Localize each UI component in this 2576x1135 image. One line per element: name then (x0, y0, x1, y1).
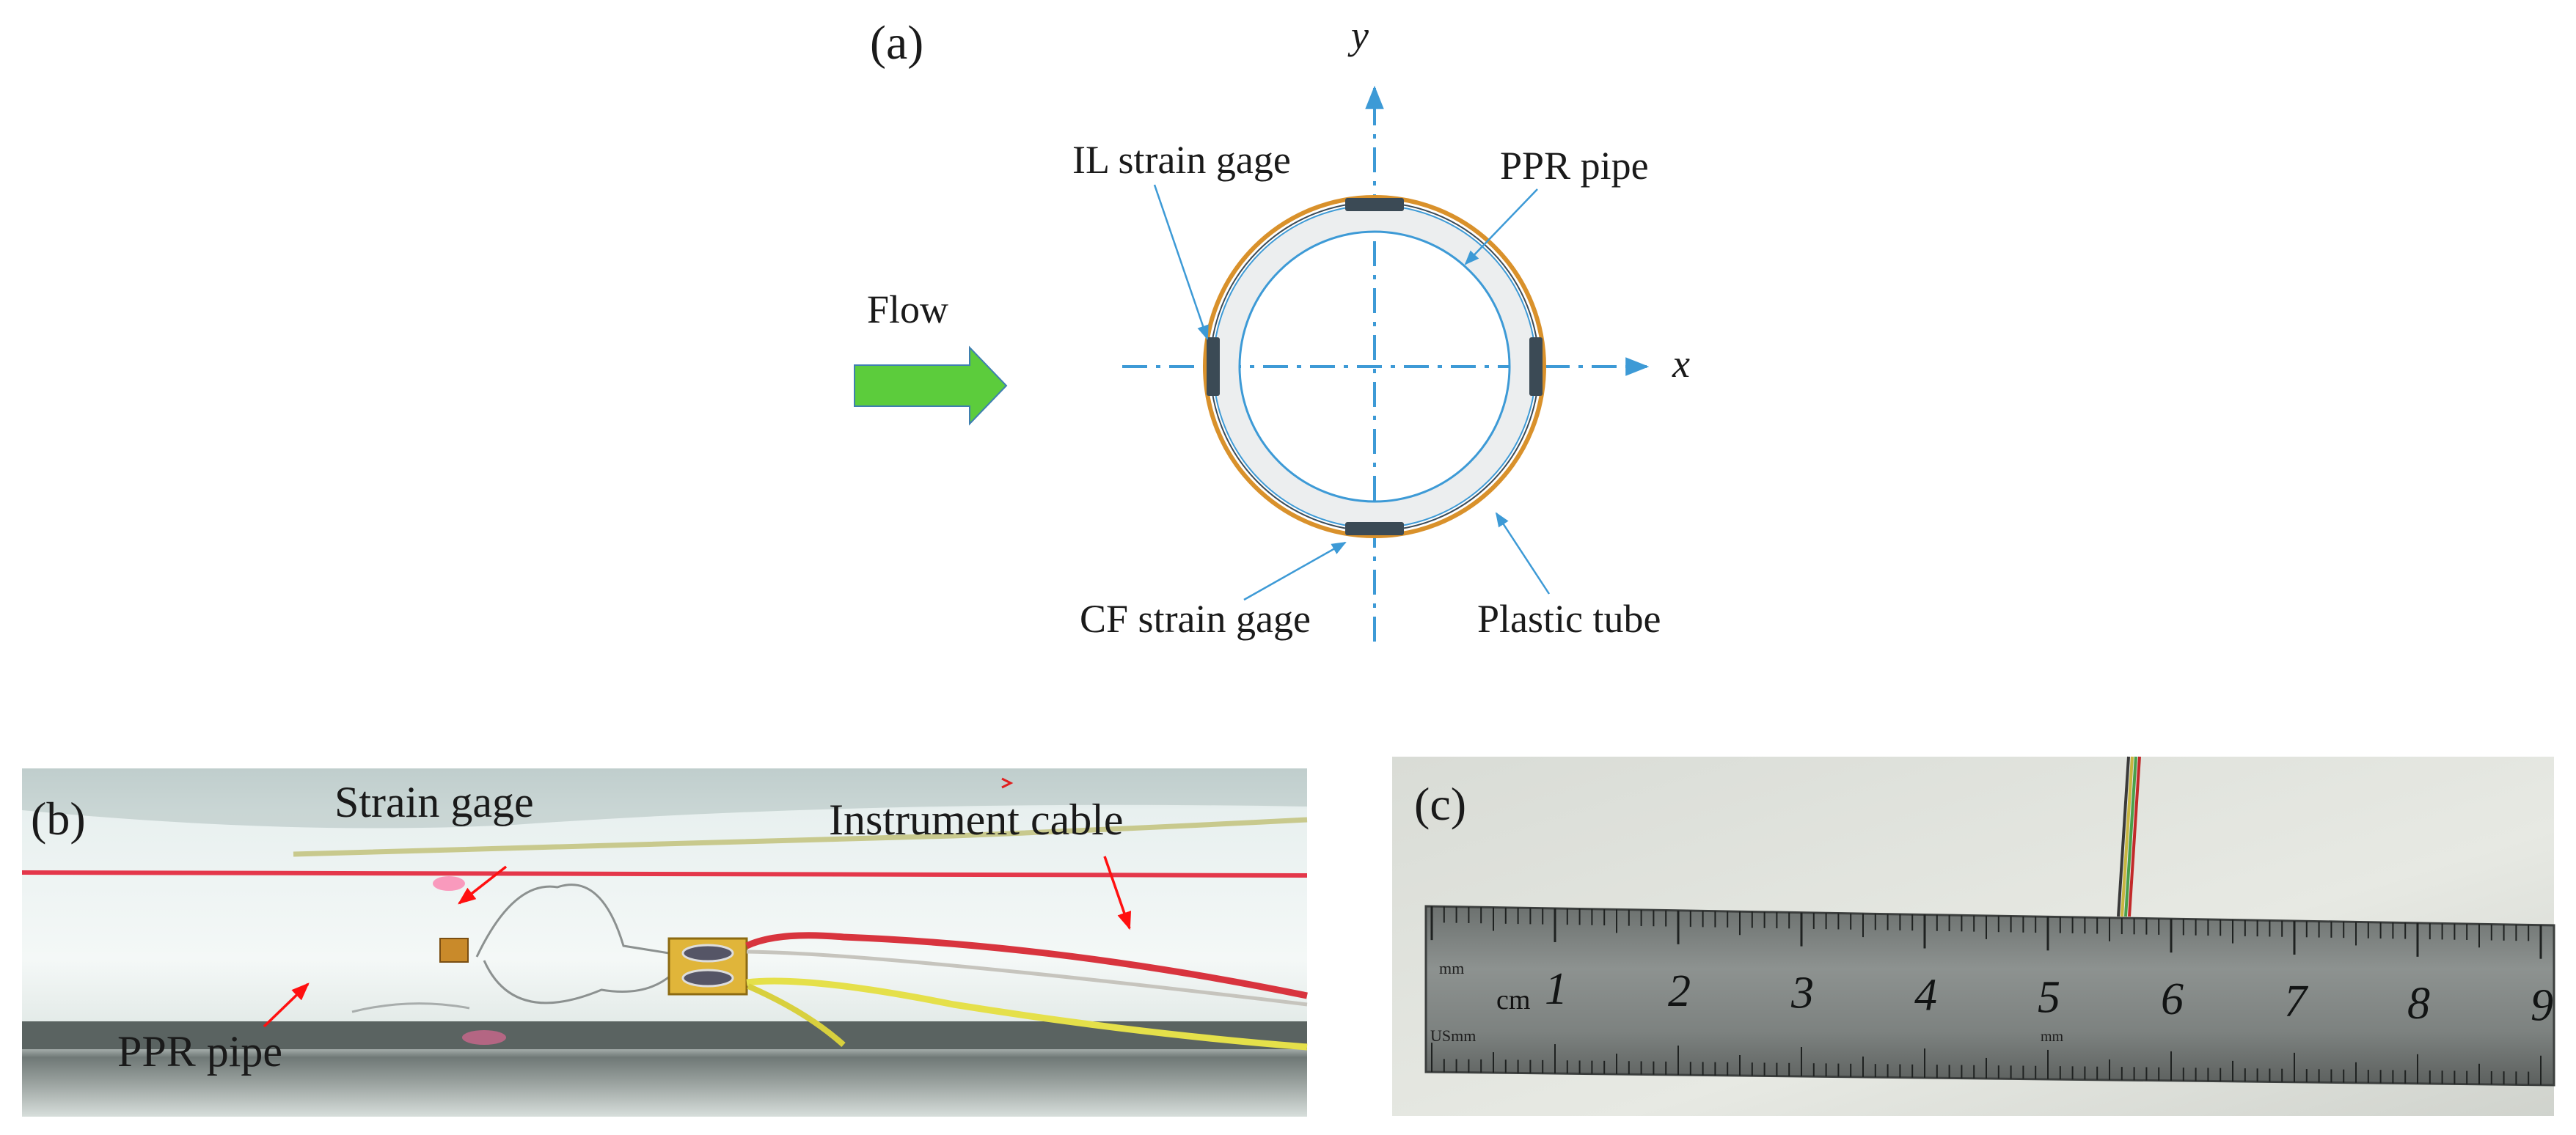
cf-gage-leader (1243, 541, 1347, 601)
ruler-unit-cm: cm (1496, 985, 1530, 1015)
pink-mark-2 (462, 1030, 506, 1045)
red-cable-outer (746, 949, 1308, 1007)
cf-strain-gage-label: CF strain gage (1080, 597, 1311, 641)
ruler-number: 1 (1545, 964, 1567, 1014)
ppr-pipe-leader (1464, 188, 1538, 265)
ruler-number: 4 (1914, 970, 1937, 1020)
panel-c: 12345678910 mm cm USmm mm (c) (1392, 756, 2555, 1116)
il-strain-gage-label: IL strain gage (1072, 138, 1291, 182)
red-cable (745, 932, 1308, 999)
il-gage-leader (1153, 184, 1209, 340)
red-tick (1001, 777, 1014, 789)
plastic-tube-label: Plastic tube (1477, 597, 1661, 641)
panel-c-label: (c) (1414, 778, 1466, 830)
strain-gage-top (1345, 198, 1404, 211)
strain-gage-arrow (458, 865, 508, 905)
steel-ruler (1424, 905, 2555, 1087)
ruler-unit-usmm: USmm (1430, 1026, 1476, 1045)
ruler-number: 5 (2038, 972, 2060, 1022)
background-shadow (22, 768, 1307, 829)
instrument-cable-label: Instrument cable (829, 796, 1124, 844)
x-axis-label-text: x (1672, 342, 1690, 386)
gray-wire-1 (475, 884, 670, 958)
ruler-number: 2 (1668, 966, 1691, 1016)
ruler-numbers: 12345678910 (1545, 964, 2553, 1031)
ppr-pipe-label-a: PPR pipe (1500, 144, 1649, 188)
ruler-number: 8 (2407, 979, 2430, 1029)
gray-wire-3 (351, 1002, 470, 1013)
panel-b: (b) Strain gage Instrument cable PPR pip… (21, 768, 1308, 1117)
ruler-number: 3 (1790, 969, 1814, 1018)
flow-label: Flow (867, 287, 948, 331)
y-axis-label: y (1347, 13, 1369, 57)
panel-a-label: (a) (870, 16, 923, 70)
yellow-cable-end (747, 983, 846, 1047)
flow-arrow (854, 345, 1008, 426)
strain-gage-bottom (1345, 522, 1404, 535)
pink-mark-1 (433, 876, 465, 891)
ruler-number: 6 (2161, 974, 2184, 1024)
strain-gage-right (1529, 337, 1543, 396)
ruler-unit-mm: mm (1439, 959, 1464, 977)
yellow-cable (746, 977, 1308, 1051)
strain-gage-photo (439, 938, 469, 963)
ruler-number: 7 (2284, 977, 2309, 1026)
ppr-pipe-inner-edge (1238, 230, 1511, 503)
solder-pad-1 (681, 944, 734, 963)
solder-pad-2 (681, 969, 734, 988)
instrument-cable-arrow (1103, 856, 1132, 930)
ruler-number: 9 (2531, 981, 2553, 1031)
gray-wire-2 (483, 960, 672, 1004)
panel-b-photo (22, 768, 1307, 1117)
pipe-red-line (21, 870, 1308, 878)
background-cable (293, 817, 1308, 857)
ruler-mini-label: mm (2041, 1029, 2064, 1045)
pipe-cross-section (1203, 195, 1546, 538)
ribbon-cable (2117, 756, 2141, 917)
plastic-tube-leader (1495, 512, 1551, 595)
strain-gage-left (1207, 337, 1220, 396)
strain-gage-label: Strain gage (334, 778, 534, 826)
plastic-tube-ring (1203, 195, 1546, 538)
panel-a: (a) y x Flow IL strain gage PPR pipe (854, 13, 1690, 642)
ppr-pipe-wall (1213, 205, 1536, 528)
ppr-pipe-arrow (263, 982, 310, 1028)
ppr-pipe-label-b: PPR pipe (117, 1027, 282, 1076)
panel-b-label: (b) (31, 793, 86, 845)
ruler-ticks (1430, 906, 2542, 1085)
